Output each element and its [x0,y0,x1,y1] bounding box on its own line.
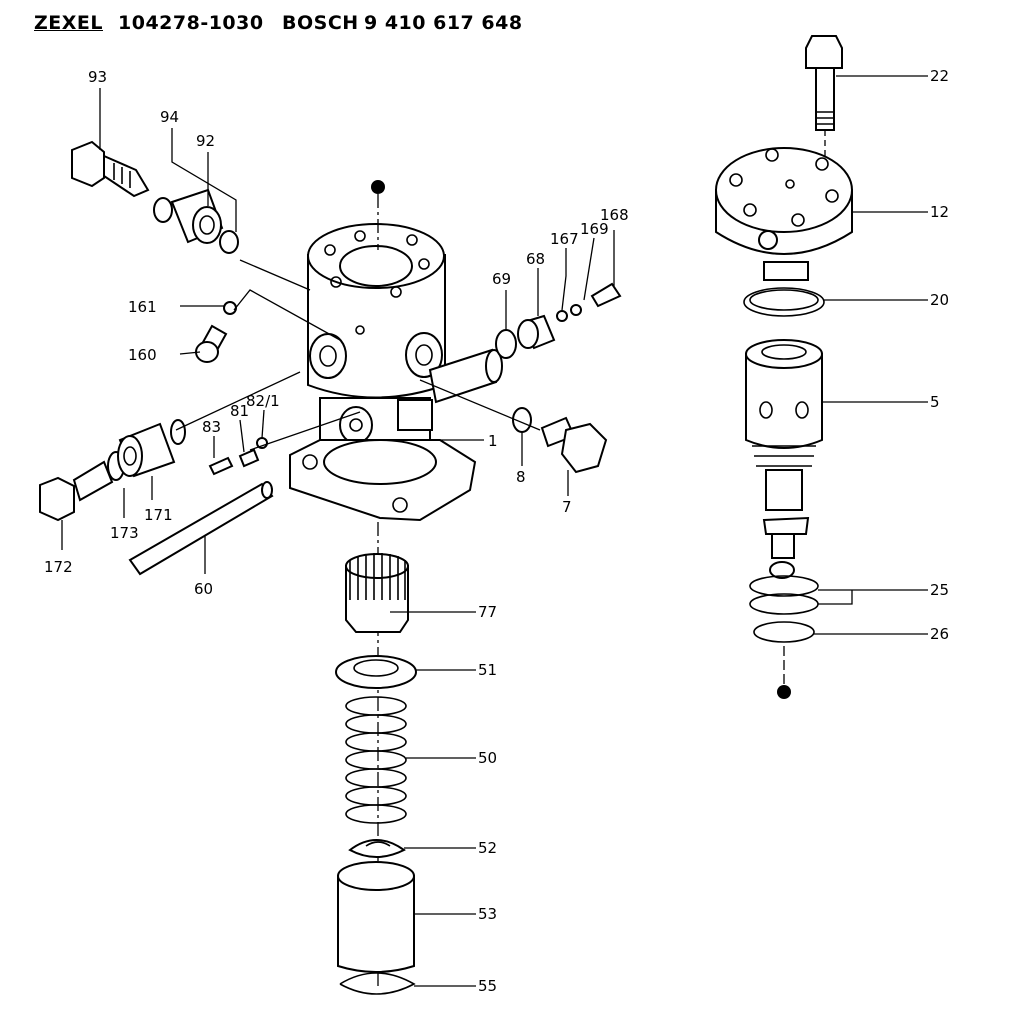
washer [556,310,568,322]
shim [753,621,815,643]
o-ring [495,329,517,359]
o-ring [219,230,239,254]
screw [208,456,234,476]
valve-holder [117,422,176,478]
callout-20: 20 [930,291,949,309]
reference-dot [777,685,791,699]
union-nut [517,314,556,350]
oem-brand: BOSCH [282,12,359,34]
plunger-barrel [745,339,823,579]
circlip [339,972,416,995]
retaining-ring [749,575,819,597]
reference-dot [371,180,385,194]
valve-screw [71,140,150,198]
control-rod [128,482,274,576]
callout-68: 68 [526,250,545,268]
control-sleeve [345,553,409,633]
spring-seat [335,655,417,689]
callout-169: 169 [580,220,609,238]
callout-labels: 93 94 92 161 160 83 81 82/1 172 173 171 … [44,67,949,995]
callout-160: 160 [128,346,157,364]
oem-part-number: 9 410 617 648 [364,12,523,34]
callout-1: 1 [488,432,498,450]
bolt-22 [805,35,843,131]
callout-51: 51 [478,661,497,679]
callout-53: 53 [478,905,497,923]
callout-52: 52 [478,839,497,857]
callout-82-1: 82/1 [246,392,280,410]
plunger-spring [345,696,407,824]
callout-25: 25 [930,581,949,599]
callout-161: 161 [128,298,157,316]
callout-167: 167 [550,230,579,248]
callout-26: 26 [930,625,949,643]
hex-plug [540,416,608,474]
leader-lines [61,75,928,987]
callout-8: 8 [516,468,526,486]
valve-body [170,188,224,244]
retaining-ring [749,593,819,615]
hex-plug [39,460,114,522]
callout-7: 7 [562,498,572,516]
callout-168: 168 [600,206,629,224]
lower-spring-seat [348,839,406,858]
plug-screw [195,324,228,363]
pump-housing [289,223,503,522]
callout-92: 92 [196,132,215,150]
callout-83: 83 [202,418,221,436]
o-ring [153,197,173,223]
callout-171: 171 [144,506,173,524]
callout-5: 5 [930,393,940,411]
delivery-valve-holder [715,147,853,281]
callout-172: 172 [44,558,73,576]
lock-plate [238,448,260,468]
sealing-ring [743,287,825,317]
bolt [590,282,622,308]
washer [223,301,237,315]
part-number: 104278-1030 [118,12,264,34]
callout-50: 50 [478,749,497,767]
o-ring [170,419,186,445]
callout-12: 12 [930,203,949,221]
callout-77: 77 [478,603,497,621]
washer [570,304,582,316]
callout-93: 93 [88,68,107,86]
brand-name: ZEXEL [34,12,103,34]
callout-60: 60 [194,580,213,598]
callout-94: 94 [160,108,179,126]
callout-173: 173 [110,524,139,542]
callout-69: 69 [492,270,511,288]
callout-55: 55 [478,977,497,995]
tappet [337,861,415,973]
callout-81: 81 [230,402,249,420]
callout-22: 22 [930,67,949,85]
